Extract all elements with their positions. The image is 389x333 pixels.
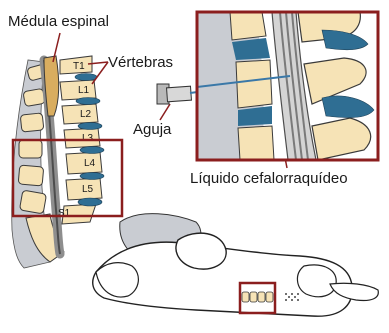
vertebra-label-l1: L1 [78,85,90,96]
patient-position [93,214,379,317]
patient-knee [297,265,336,297]
vertebra-label-l3: L3 [82,133,94,144]
disc [78,123,102,130]
inset-vertebra-body [238,126,274,160]
spine-side-view: T1 L1 L2 L3 L4 L5 S1 [12,56,122,268]
vertebra-body [19,140,42,158]
patient-head [176,233,226,269]
disc [75,74,97,81]
vertebra-label-l2: L2 [80,109,92,120]
vertebra-label-s1: S1 [58,208,71,219]
vertebra-body [20,113,44,132]
leader-needle [160,104,170,120]
needle-base [167,86,192,102]
label-csf: Líquido cefalorraquídeo [190,170,348,187]
patient-vertebra [242,292,249,302]
vertebra-body [19,190,46,214]
disc [80,173,104,180]
label-needle: Aguja [133,121,172,138]
zoom-inset [197,12,378,160]
leader-vertebrae-b [92,62,108,84]
vertebra-label-t1: T1 [73,61,85,72]
vertebra-label-l5: L5 [82,184,94,195]
disc [80,147,104,154]
inset-vertebra-body [236,60,272,108]
label-spinal-cord: Médula espinal [8,13,109,30]
disc [78,198,102,206]
patient-vertebra [250,292,257,302]
patient-vertebra [266,292,273,302]
vertebra-label-l4: L4 [84,158,96,169]
label-vertebrae: Vértebras [108,54,173,71]
disc [76,98,100,105]
patient-vertebra [258,292,265,302]
inset-vertebra-body [230,12,266,40]
vertebra-body [23,88,45,106]
vertebra-body [18,165,44,186]
